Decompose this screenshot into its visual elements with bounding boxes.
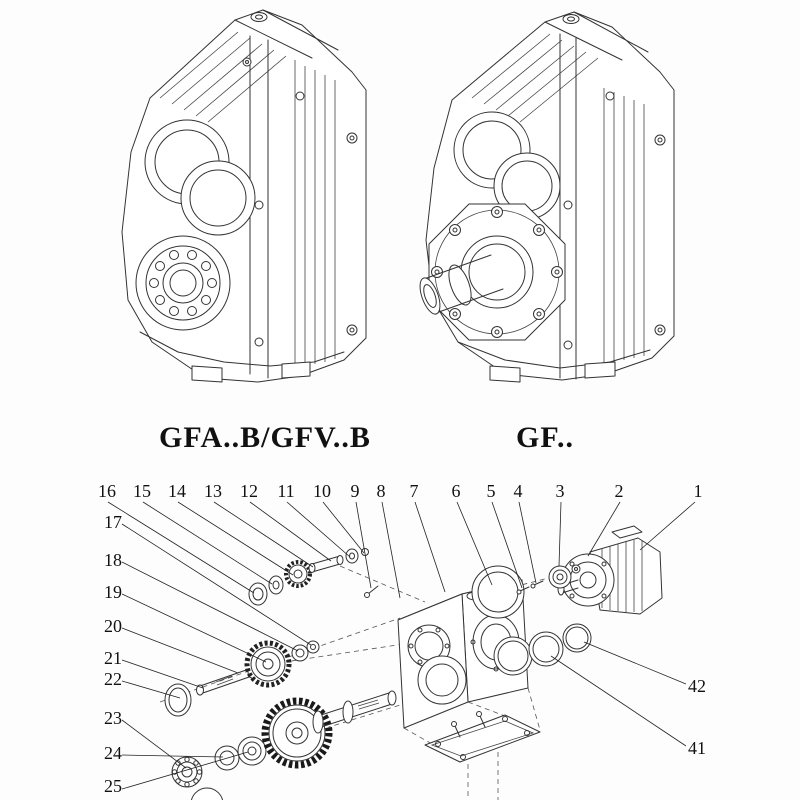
callout-16: 16 bbox=[98, 481, 116, 501]
callout-41: 41 bbox=[688, 738, 706, 758]
callout-25: 25 bbox=[104, 776, 122, 796]
callout-numbers-right: 42 41 bbox=[688, 676, 706, 758]
input-shaft-cluster bbox=[248, 548, 379, 606]
input-side-parts bbox=[471, 564, 581, 619]
clipped-bottom-part bbox=[190, 787, 224, 800]
callout-13: 13 bbox=[204, 481, 222, 501]
callout-leader-lines bbox=[107, 501, 696, 790]
callout-19: 19 bbox=[104, 582, 122, 602]
flange-bolt-holes bbox=[431, 206, 563, 338]
callout-3: 3 bbox=[556, 481, 565, 501]
callout-6: 6 bbox=[452, 481, 461, 501]
output-shaft bbox=[419, 254, 504, 315]
bearing-balls bbox=[149, 250, 217, 316]
gearbox-drawing-gf bbox=[419, 11, 675, 383]
callout-22: 22 bbox=[104, 669, 122, 689]
callout-42: 42 bbox=[688, 676, 706, 696]
callout-24: 24 bbox=[104, 743, 122, 763]
callout-11: 11 bbox=[277, 481, 294, 501]
callout-9: 9 bbox=[351, 481, 360, 501]
exploded-parts-diagram: 16 15 14 13 12 11 10 9 8 7 6 5 4 3 2 1 1… bbox=[98, 481, 706, 800]
callout-10: 10 bbox=[313, 481, 331, 501]
callout-numbers-top: 16 15 14 13 12 11 10 9 8 7 6 5 4 3 2 1 bbox=[98, 481, 703, 501]
callout-18: 18 bbox=[104, 550, 122, 570]
model-label-left: GFA..B/GFV..B bbox=[159, 421, 371, 454]
callout-numbers-left: 17 18 19 20 21 22 23 24 25 bbox=[104, 512, 122, 796]
callout-1: 1 bbox=[694, 481, 703, 501]
callout-12: 12 bbox=[240, 481, 258, 501]
callout-5: 5 bbox=[487, 481, 496, 501]
motor-terminal-box bbox=[611, 525, 643, 539]
model-label-right: GF.. bbox=[516, 421, 574, 454]
callout-15: 15 bbox=[133, 481, 151, 501]
callout-4: 4 bbox=[514, 481, 523, 501]
callout-14: 14 bbox=[168, 481, 186, 501]
callout-23: 23 bbox=[104, 708, 122, 728]
gearbox-drawing-gfab bbox=[121, 9, 367, 383]
bottom-cover-plate bbox=[424, 711, 541, 763]
output-gear-cluster bbox=[171, 690, 397, 800]
callout-21: 21 bbox=[104, 648, 122, 668]
callout-8: 8 bbox=[377, 481, 386, 501]
callout-7: 7 bbox=[410, 481, 419, 501]
callout-2: 2 bbox=[615, 481, 624, 501]
callout-17: 17 bbox=[104, 512, 122, 532]
retaining-rings bbox=[493, 623, 592, 676]
callout-20: 20 bbox=[104, 616, 122, 636]
